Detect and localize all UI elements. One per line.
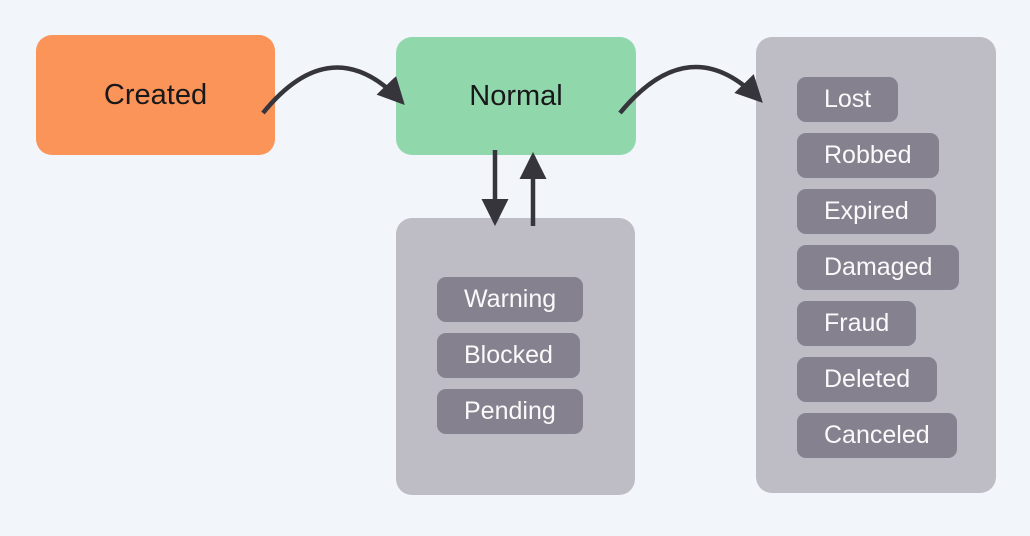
state-chip-expired: Expired [797,189,936,234]
state-chip-blocked: Blocked [437,333,580,378]
arrow-created-to-normal [261,65,405,115]
state-chip-canceled: Canceled [797,413,957,458]
state-chip-lost: Lost [797,77,899,122]
state-chip-pending: Pending [437,389,583,434]
state-chip-robbed: Robbed [797,133,939,178]
state-chip-fraud: Fraud [797,301,917,346]
state-chip-damaged: Damaged [797,245,960,290]
node-created: Created [36,35,275,155]
node-normal: Normal [396,37,636,155]
state-chip-deleted: Deleted [797,357,938,402]
state-chip-warning: Warning [437,277,584,322]
arrow-normal-to-terminal [618,64,763,115]
